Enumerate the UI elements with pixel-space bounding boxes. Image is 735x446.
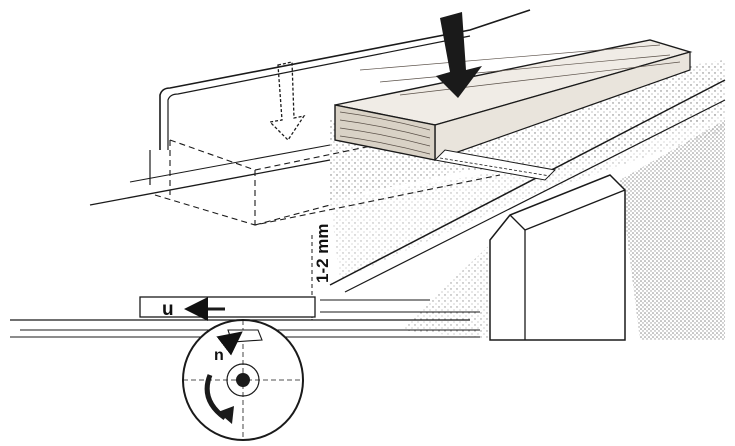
gap-label: 1-2 mm: [313, 223, 332, 283]
outfeed-table: [329, 60, 726, 293]
rotation-arrow-icon: [204, 331, 243, 424]
table-pillar: [489, 174, 626, 341]
section-workpiece: u: [139, 296, 316, 321]
downward-arrow-icon: [436, 12, 482, 98]
cutter-head: n: [182, 319, 304, 441]
workpiece-dashed-outline: [154, 139, 501, 226]
table-body: [400, 120, 725, 340]
rotation-label: n: [214, 347, 224, 364]
fence: [89, 9, 531, 206]
wooden-board: [334, 39, 693, 161]
feed-label: u: [162, 299, 174, 320]
dashed-downward-arrow-icon: [268, 61, 306, 142]
cutter-slot: [433, 149, 557, 181]
